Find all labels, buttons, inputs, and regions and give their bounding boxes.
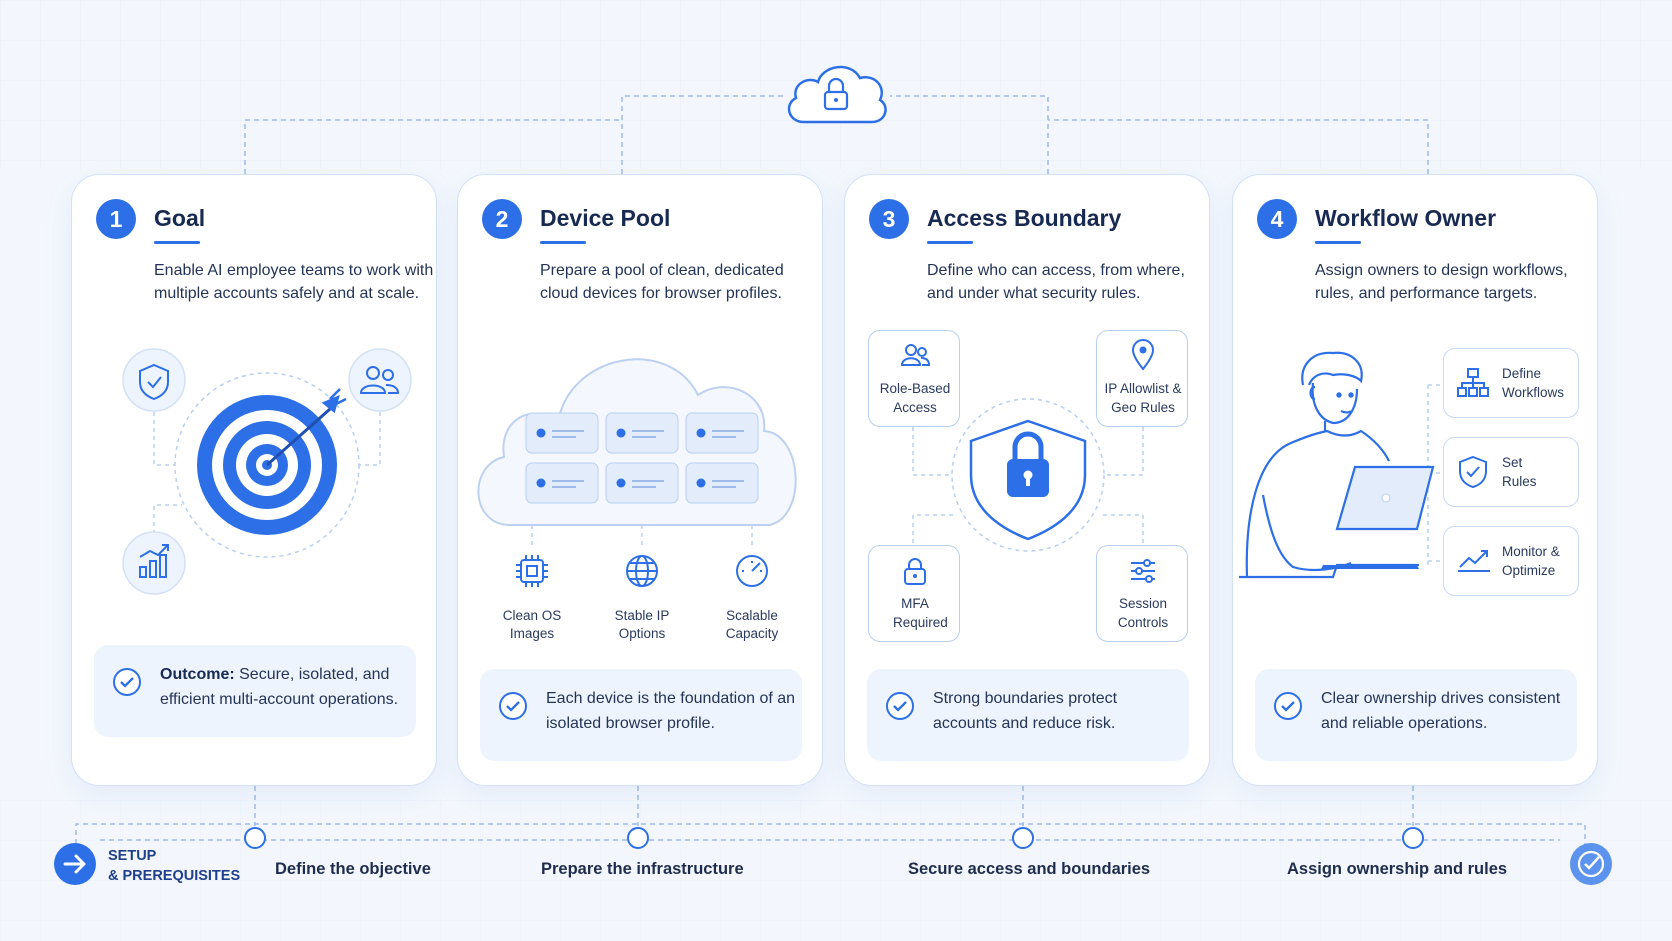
card-description: Prepare a pool of clean, dedicated cloud… <box>540 262 784 302</box>
outcome-box: Strong boundaries protect accounts and r… <box>867 669 1189 761</box>
check-circle-icon <box>1274 692 1302 720</box>
chart-icon <box>139 544 169 578</box>
outcome-text: Outcome: Secure, isolated, and efficient… <box>160 666 399 708</box>
sliders-icon <box>1131 559 1155 583</box>
task-define-workflows: Define Workflows <box>1443 348 1579 418</box>
cloud-lock-icon <box>787 65 887 124</box>
check-circle-icon <box>886 692 914 720</box>
card-title: Device Pool <box>540 205 671 231</box>
shield-icon <box>1459 455 1487 489</box>
card-description: Enable AI employee teams to work with mu… <box>154 262 434 302</box>
chip-icon <box>516 555 548 587</box>
setup-label: SETUP & PREREQUISITES <box>108 848 241 884</box>
trend-icon <box>1458 550 1490 572</box>
outcome-text: Each device is the foundation of an isol… <box>546 690 796 732</box>
control-session: Session Controls <box>1096 545 1188 642</box>
check-circle-icon <box>113 668 141 696</box>
outcome-box: Outcome: Secure, isolated, and efficient… <box>94 645 416 737</box>
target-icon <box>197 388 347 535</box>
timeline-step: Assign ownership and rules <box>1287 860 1508 878</box>
card-title: Workflow Owner <box>1315 205 1497 231</box>
check-circle-icon <box>1570 843 1612 885</box>
laptop-icon <box>1239 465 1435 579</box>
card-access-boundary: 3 Access Boundary Define who can access,… <box>844 174 1210 786</box>
lock-icon <box>1007 431 1049 497</box>
timeline-step: Define the objective <box>275 860 431 878</box>
card-workflow-owner: 4 Workflow Owner Assign owners to design… <box>1232 174 1598 786</box>
globe-icon <box>626 555 658 587</box>
task-monitor-optimize: Monitor & Optimize <box>1443 526 1579 596</box>
outcome-box: Each device is the foundation of an isol… <box>480 669 802 761</box>
step-number: 2 <box>482 199 522 239</box>
lock-icon <box>904 558 926 585</box>
card-title: Access Boundary <box>927 205 1122 231</box>
card-title: Goal <box>154 205 206 231</box>
person-icon <box>1245 351 1390 578</box>
title-underline <box>1315 241 1361 244</box>
gauge-icon <box>736 555 768 587</box>
title-underline <box>927 241 973 244</box>
timeline-step: Prepare the infrastructure <box>541 860 744 878</box>
outcome-text: Strong boundaries protect accounts and r… <box>933 690 1118 732</box>
arrow-right-icon <box>54 843 96 885</box>
shield-lock-illustration <box>912 398 1144 552</box>
outcome-box: Clear ownership drives consistent and re… <box>1255 669 1577 761</box>
cloud-servers-illustration <box>477 358 797 587</box>
step-number: 3 <box>869 199 909 239</box>
shield-icon <box>139 363 169 401</box>
control-ip-allowlist: IP Allowlist & Geo Rules <box>1096 330 1188 427</box>
target-illustration <box>122 348 412 595</box>
users-icon <box>359 366 400 394</box>
users-icon <box>900 344 931 366</box>
server-icon <box>525 412 759 504</box>
card-device-pool: 2 Device Pool Prepare a pool of clean, d… <box>457 174 823 786</box>
step-number: 1 <box>96 199 136 239</box>
card-description: Assign owners to design workflows, rules… <box>1315 262 1568 302</box>
feature-label: Stable IP Options <box>614 608 670 641</box>
check-circle-icon <box>499 692 527 720</box>
title-underline <box>154 241 200 244</box>
step-number: 4 <box>1257 199 1297 239</box>
timeline-step: Secure access and boundaries <box>908 860 1151 878</box>
flowchart-icon <box>1457 368 1489 397</box>
location-pin-icon <box>1131 339 1155 371</box>
control-role-based: Role-Based Access <box>868 330 960 427</box>
card-description: Define who can access, from where, and u… <box>927 262 1185 302</box>
control-mfa: MFA Required <box>868 545 960 642</box>
feature-label: Scalable Capacity <box>725 608 779 641</box>
person-laptop-illustration <box>1239 351 1443 579</box>
task-set-rules: Set Rules <box>1443 437 1579 507</box>
feature-label: Clean OS Images <box>502 608 562 641</box>
title-underline <box>540 241 586 244</box>
card-goal: 1 Goal Enable AI employee teams to work … <box>71 174 437 786</box>
outcome-text: Clear ownership drives consistent and re… <box>1321 690 1561 732</box>
